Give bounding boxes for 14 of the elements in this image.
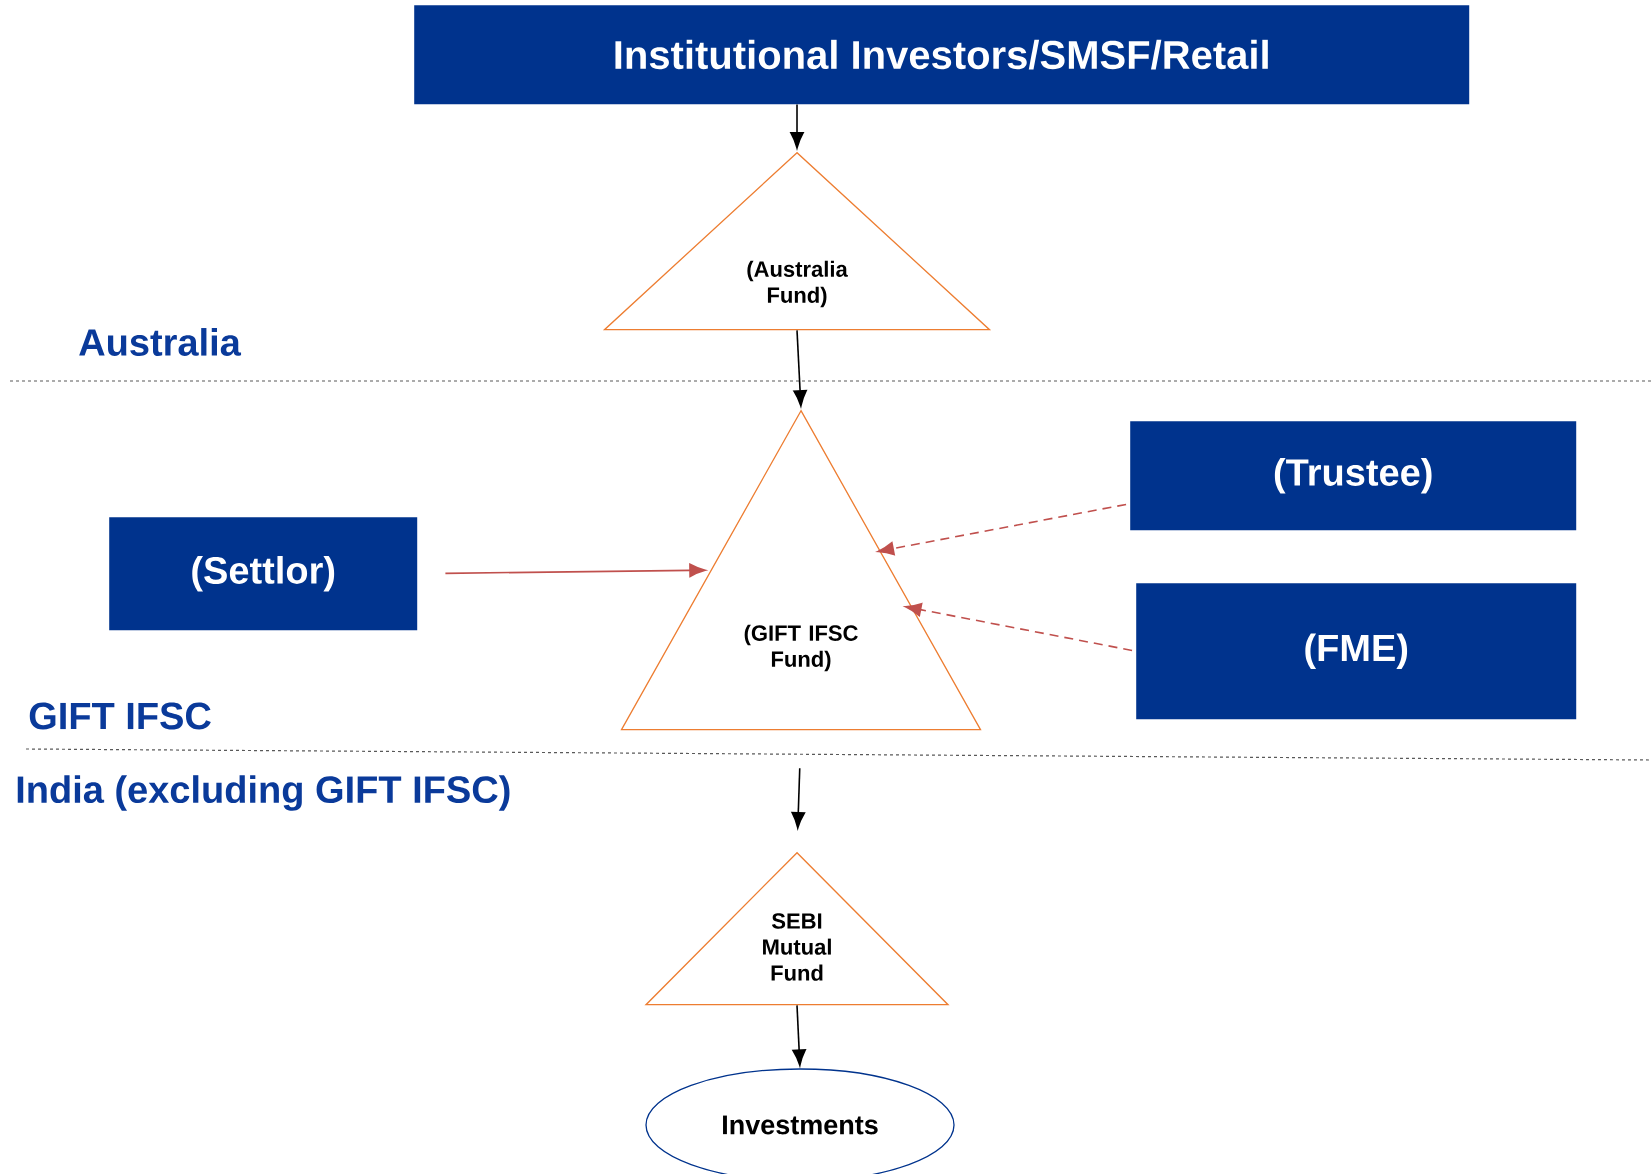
region-label: India (excluding GIFT IFSC) bbox=[17, 775, 510, 811]
entity-box: (Trustee) bbox=[1130, 421, 1577, 531]
region-label: Australia bbox=[79, 328, 242, 356]
region-label: GIFT IFSC bbox=[29, 702, 211, 730]
arrow bbox=[791, 767, 806, 829]
arrow bbox=[444, 563, 706, 578]
entity-box: (Settlor) bbox=[109, 517, 418, 631]
arrow bbox=[904, 602, 1133, 652]
entity-box: (FME) bbox=[1136, 583, 1577, 720]
arrow bbox=[792, 1004, 806, 1066]
arrow bbox=[793, 329, 807, 407]
arrow bbox=[877, 503, 1127, 556]
arrow bbox=[790, 103, 804, 149]
entity-box: Institutional Investors/SMSF/Retail bbox=[414, 5, 1470, 105]
